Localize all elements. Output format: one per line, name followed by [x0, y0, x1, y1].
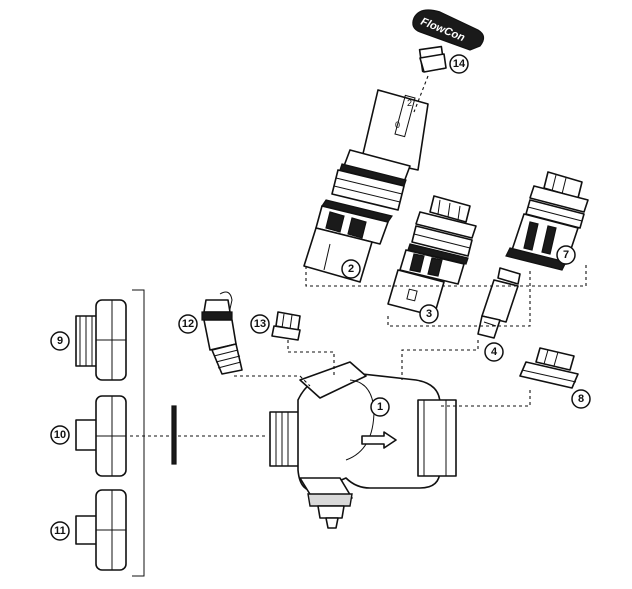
part-7-cartridge — [505, 171, 589, 271]
svg-text:9: 9 — [57, 335, 63, 347]
callout-2: 2 — [341, 259, 361, 279]
callout-10: 10 — [50, 425, 70, 445]
callout-14: 14 — [449, 54, 469, 74]
svg-text:4: 4 — [491, 346, 498, 358]
callout-8: 8 — [571, 389, 591, 409]
svg-text:13: 13 — [254, 318, 266, 330]
part-10-tailpiece — [75, 395, 127, 477]
part-13-plug — [271, 311, 301, 341]
scale-label-b: 0 — [395, 120, 400, 130]
part-3-cartridge — [387, 195, 477, 317]
svg-text:14: 14 — [453, 58, 466, 70]
gasket — [171, 405, 177, 465]
assembly-lines — [130, 75, 587, 437]
callout-3: 3 — [419, 304, 439, 324]
svg-text:10: 10 — [54, 429, 66, 441]
part-8-cap — [519, 347, 579, 389]
svg-text:8: 8 — [578, 393, 584, 405]
svg-text:1: 1 — [377, 401, 383, 413]
callout-1: 1 — [370, 397, 390, 417]
part-12-drain — [201, 291, 243, 375]
part-9-tailpiece — [75, 299, 127, 381]
group-bracket — [132, 289, 145, 577]
svg-text:11: 11 — [54, 525, 66, 537]
callout-11: 11 — [50, 521, 70, 541]
callout-13: 13 — [250, 314, 270, 334]
part-1-valve-body — [269, 361, 457, 529]
callout-9: 9 — [50, 331, 70, 351]
callout-4: 4 — [484, 342, 504, 362]
part-11-tailpiece — [75, 489, 127, 571]
part-4-insert — [477, 267, 521, 339]
svg-text:7: 7 — [563, 249, 569, 261]
svg-text:12: 12 — [182, 318, 194, 330]
svg-text:2: 2 — [348, 263, 354, 275]
part-14-key: FlowCon — [412, 9, 485, 73]
callout-12: 12 — [178, 314, 198, 334]
svg-text:3: 3 — [426, 308, 432, 320]
scale-label-a: 2 — [407, 98, 412, 108]
callout-7: 7 — [556, 245, 576, 265]
